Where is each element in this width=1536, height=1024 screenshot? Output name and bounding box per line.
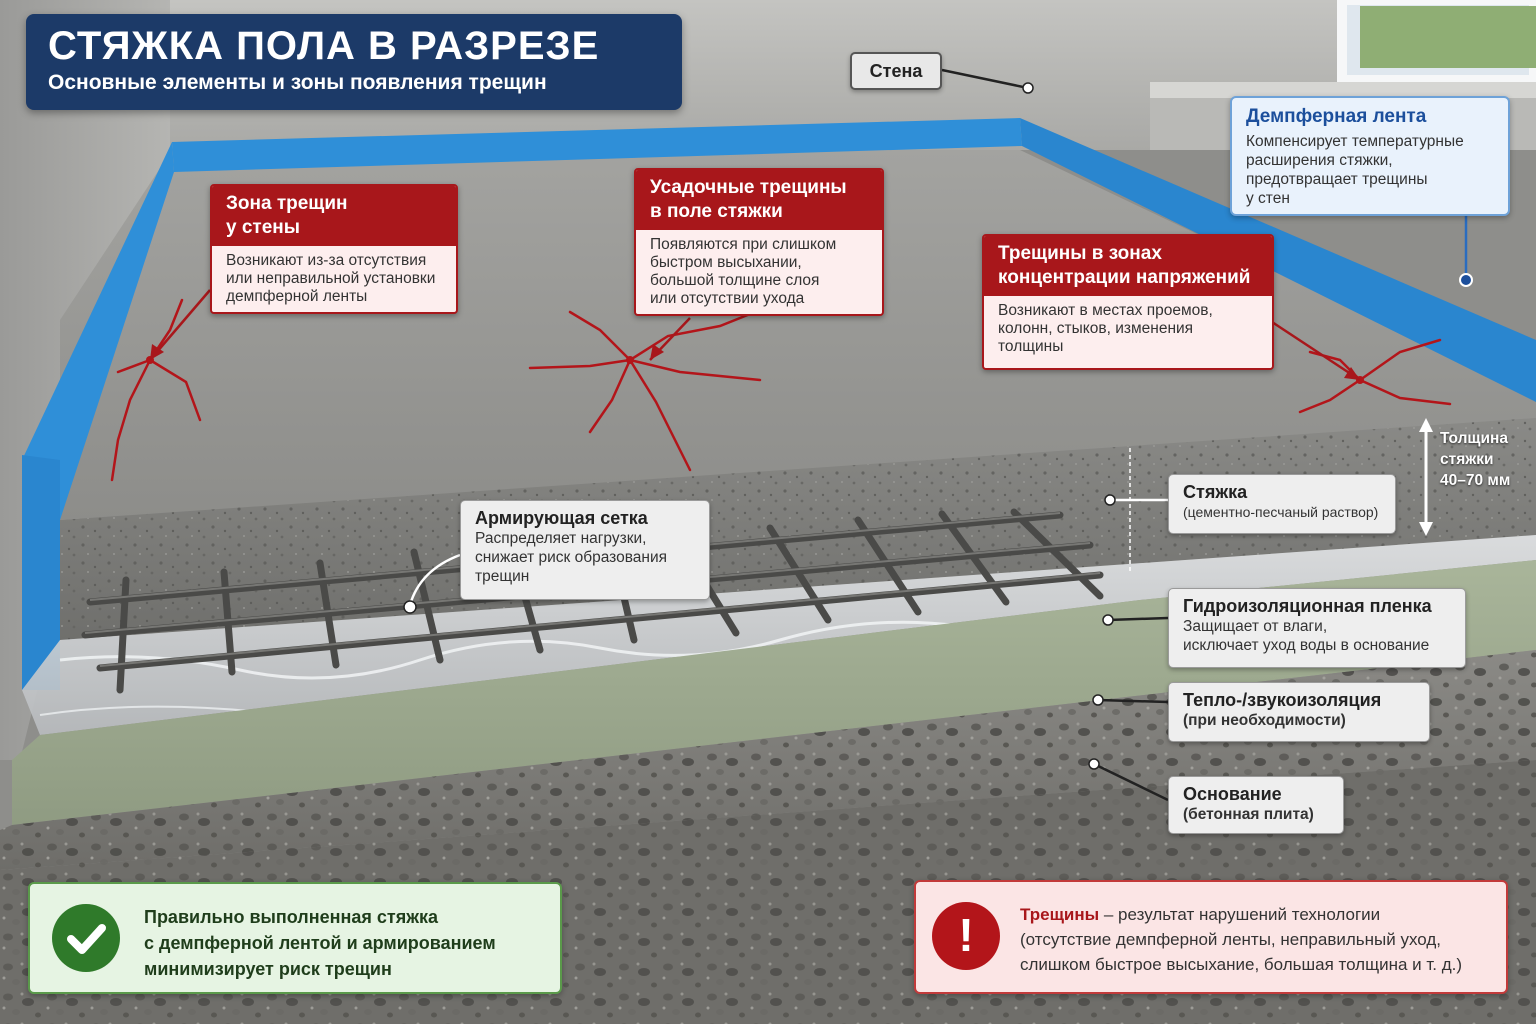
callout-mesh: Армирующая сетка Распределяет нагрузки, … <box>460 500 710 600</box>
title-line: в поле стяжки <box>650 201 783 222</box>
warning-text: Трещины – результат нарушений технологии… <box>1020 902 1462 977</box>
callout-mesh-title: Армирующая сетка <box>475 508 648 528</box>
layer-note: (при необходимости) <box>1183 712 1346 729</box>
callout-shrinkage-title: Усадочные трещины в поле стяжки <box>636 170 882 230</box>
cracks <box>110 298 1452 482</box>
body-line: у стен <box>1246 190 1290 207</box>
body-line: Возникают в местах проемов, <box>998 302 1213 319</box>
checkmark-icon <box>52 904 120 972</box>
text-line: (отсутствие демпферной ленты, неправильн… <box>1020 930 1441 949</box>
layer-label-screed: Стяжка (цементно-песчаный раствор) <box>1168 474 1396 534</box>
body-line: или неправильной установки <box>226 270 436 287</box>
thickness-line: 40–70 мм <box>1440 472 1511 489</box>
callout-wall-cracks: Зона трещин у стены Возникают из-за отсу… <box>210 184 458 314</box>
body-line: Защищает от влаги, <box>1183 618 1328 635</box>
good-practice-text: Правильно выполненная стяжка с демпферно… <box>144 904 496 982</box>
body-line: толщины <box>998 338 1064 355</box>
text-line: слишком быстрое высыхание, большая толщи… <box>1020 955 1463 974</box>
title-line: Усадочные трещины <box>650 177 847 198</box>
layer-title: Основание <box>1183 784 1282 804</box>
body-line: Появляются при слишком <box>650 236 837 253</box>
title-line: концентрации напряжений <box>998 267 1251 288</box>
layer-label-membrane: Гидроизоляционная пленка Защищает от вла… <box>1168 588 1466 668</box>
callout-stress-title: Трещины в зонах концентрации напряжений <box>984 236 1272 296</box>
text-line: минимизирует риск трещин <box>144 959 392 979</box>
body-line: расширения стяжки, <box>1246 152 1393 169</box>
layer-title: Тепло-/звукоизоляция <box>1183 690 1382 710</box>
callout-stress-body: Возникают в местах проемов, колонн, стык… <box>984 296 1272 362</box>
title-line: Зона трещин <box>226 193 348 214</box>
thickness-label: Толщина стяжки 40–70 мм <box>1440 428 1536 491</box>
body-line: или отсутствии ухода <box>650 290 805 307</box>
callout-mesh-body: Распределяет нагрузки, снижает риск обра… <box>475 529 695 586</box>
layer-note: (цементно-песчаный раствор) <box>1183 504 1379 520</box>
body-line: большой толщине слоя <box>650 272 820 289</box>
warning-rest: – результат нарушений технологии <box>1099 905 1381 924</box>
title-line: Трещины в зонах <box>998 243 1162 264</box>
callout-damper-body: Компенсирует температурные расширения ст… <box>1246 132 1494 208</box>
layer-title: Гидроизоляционная пленка <box>1183 596 1432 616</box>
callout-shrinkage-cracks: Усадочные трещины в поле стяжки Появляют… <box>634 168 884 316</box>
text-line: Трещины – результат нарушений технологии <box>1020 902 1462 927</box>
body-line: снижает риск образования <box>475 549 667 566</box>
callout-damper-title: Демпферная лента <box>1246 106 1427 127</box>
title-banner: СТЯЖКА ПОЛА В РАЗРЕЗЕ Основные элементы … <box>26 14 682 110</box>
layer-title: Стяжка <box>1183 482 1248 502</box>
body-line: колонн, стыков, изменения <box>998 320 1194 337</box>
thickness-line: Толщина <box>1440 430 1509 447</box>
text-line: с демпферной лентой и армированием <box>144 933 496 953</box>
body-line: быстром высыхании, <box>650 254 802 271</box>
text-line: Правильно выполненная стяжка <box>144 907 438 927</box>
thickness-line: стяжки <box>1440 451 1494 468</box>
body-line: Возникают из-за отсутствия <box>226 252 427 269</box>
wall-label: Стена <box>850 52 942 90</box>
warning-icon: ! <box>932 902 1000 970</box>
page-subtitle: Основные элементы и зоны появления трещи… <box>48 71 547 94</box>
callout-damper-tape: Демпферная лента Компенсирует температур… <box>1230 96 1510 216</box>
warning-note: ! Трещины – результат нарушений технолог… <box>914 880 1508 994</box>
page-title: СТЯЖКА ПОЛА В РАЗРЕЗЕ <box>48 24 600 68</box>
good-practice-note: Правильно выполненная стяжка с демпферно… <box>28 882 562 994</box>
title-line: у стены <box>226 217 300 238</box>
body-line: демпферной ленты <box>226 288 368 305</box>
body-line: Распределяет нагрузки, <box>475 530 647 547</box>
callout-wall-cracks-title: Зона трещин у стены <box>212 186 456 246</box>
layer-body: Защищает от влаги, исключает уход воды в… <box>1183 617 1451 655</box>
warning-keyword: Трещины <box>1020 905 1100 924</box>
callout-stress-cracks: Трещины в зонах концентрации напряжений … <box>982 234 1274 370</box>
callout-wall-cracks-body: Возникают из-за отсутствия или неправиль… <box>212 246 456 312</box>
body-line: исключает уход воды в основание <box>1183 637 1430 654</box>
body-line: предотвращает трещины <box>1246 171 1428 188</box>
layer-label-base: Основание (бетонная плита) <box>1168 776 1344 834</box>
layer-label-insulation: Тепло-/звукоизоляция (при необходимости) <box>1168 682 1430 742</box>
body-line: трещин <box>475 568 530 585</box>
callout-shrinkage-body: Появляются при слишком быстром высыхании… <box>636 230 882 314</box>
body-line: Компенсирует температурные <box>1246 133 1464 150</box>
layer-note: (бетонная плита) <box>1183 806 1314 823</box>
